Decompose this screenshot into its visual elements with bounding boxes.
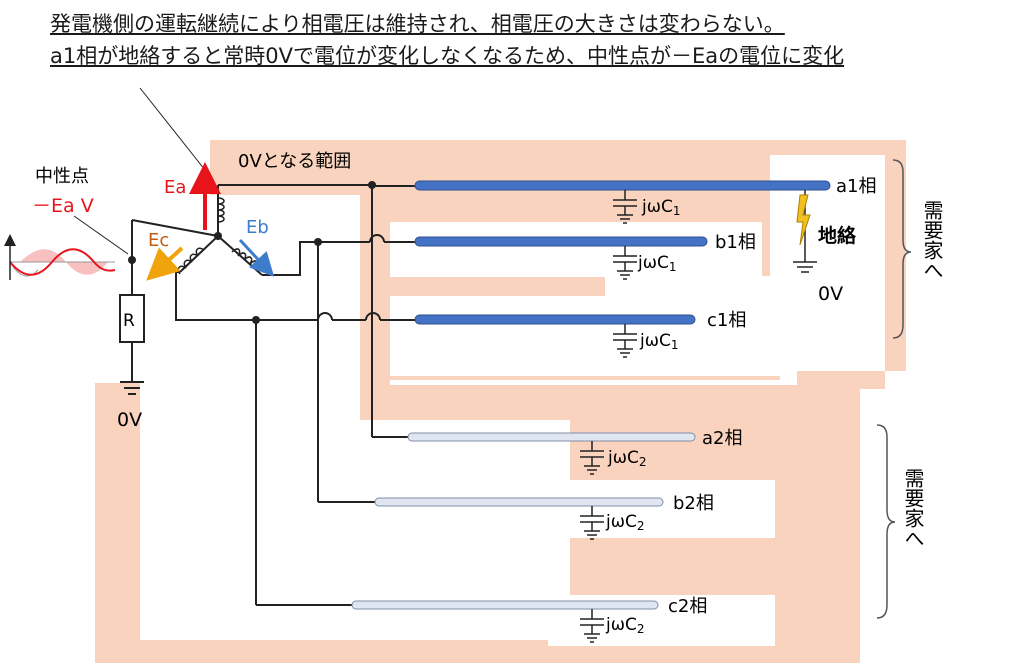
cable-a1 <box>414 180 831 191</box>
neutral-voltage-label: －Ea V <box>32 195 94 217</box>
phase-c1-label: c1相 <box>707 310 746 331</box>
capacitor-label-c1: jωC1 <box>639 331 678 352</box>
capacitor-c1-a <box>613 190 637 224</box>
capacitor-c1-c <box>613 324 637 358</box>
cable-b2 <box>374 497 664 507</box>
capacitor-label-c2: jωC2 <box>605 615 644 636</box>
brace-feeder-1 <box>892 159 912 339</box>
capacitor-c2-c <box>580 609 604 643</box>
eb-label: Eb <box>246 217 269 238</box>
phase-b2-label: b2相 <box>673 493 714 514</box>
capacitor-label-a1: jωC1 <box>641 197 680 218</box>
feeder-1 <box>414 180 831 325</box>
fault-label-box <box>808 270 854 308</box>
brace-feeder-2 <box>876 424 896 619</box>
zero-volt-range-gap-bot <box>797 371 885 389</box>
zero-volt-range <box>95 140 906 663</box>
cable-a2 <box>407 432 696 442</box>
junction-dots <box>128 181 376 324</box>
capacitor-c2-b <box>580 506 604 540</box>
title-line-1: 発電機側の運転継続により相電圧は維持され、相電圧の大きさは変わらない。 <box>50 12 785 36</box>
ea-label: Ea <box>164 177 186 198</box>
phase-b1-label: b1相 <box>715 232 756 253</box>
resistor-label: R <box>123 311 135 331</box>
customers-label-2: 需要家へ <box>901 468 925 548</box>
lightning-icon <box>796 194 811 246</box>
capacitor-c2-a <box>580 441 604 475</box>
neutral-point-label: 中性点 <box>35 166 89 187</box>
ground-fault <box>793 190 817 273</box>
customers-label-1: 需要家へ <box>920 200 944 280</box>
phase-a2-label: a2相 <box>702 428 742 449</box>
phase-a1-label: a1相 <box>836 176 876 197</box>
ground-fault-voltage: 0V <box>818 283 843 305</box>
feeder-2 <box>351 432 696 610</box>
zero-volt-range-gap-mid <box>390 296 780 376</box>
phase-c2-label: c2相 <box>668 596 707 617</box>
sine-wave <box>4 234 116 280</box>
capacitor-label-b1: jωC1 <box>637 253 676 274</box>
ec-label: Ec <box>148 230 169 251</box>
ground-fault-label: 地絡 <box>818 224 857 247</box>
capacitor-label-a2: jωC2 <box>607 448 646 469</box>
capacitor-c1-b <box>613 246 637 280</box>
eb-arrow <box>238 238 275 277</box>
resistor <box>119 294 145 343</box>
zero-volt-range-gap-top <box>390 222 762 277</box>
title-line-2: a1相が地絡すると常時0Vで電位が変化しなくなるため、中性点が－Eaの電位に変化 <box>50 44 845 68</box>
cable-b1 <box>414 236 708 247</box>
ground-left-label: 0V <box>117 409 142 431</box>
cable-c1 <box>414 314 696 325</box>
ec-arrow <box>146 246 184 281</box>
capacitor-label-b2: jωC2 <box>605 512 644 533</box>
zero-volt-range-label: 0Vとなる範囲 <box>238 151 351 172</box>
cable-c2 <box>351 600 659 610</box>
